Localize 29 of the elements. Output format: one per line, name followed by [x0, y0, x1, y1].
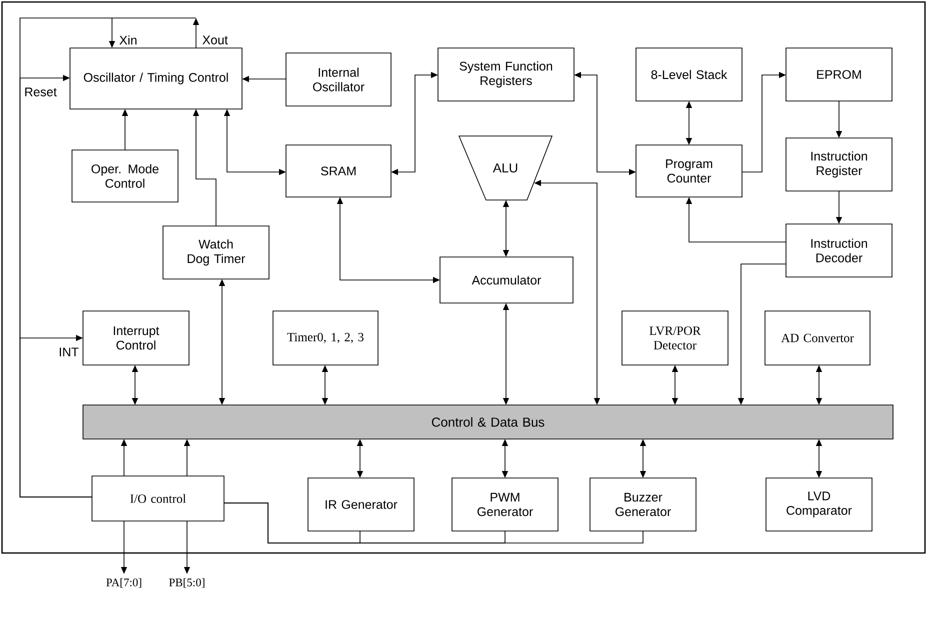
block-box: Program Counter: [636, 144, 742, 198]
block-box: Instruction Register: [786, 138, 892, 192]
bus-bar: Control & Data Bus: [82, 404, 894, 440]
block-box: Timer0, 1, 2, 3: [272, 310, 378, 366]
block-box: PWM Generator: [452, 478, 558, 532]
block-box: LVD Comparator: [766, 478, 872, 532]
edge-label: Reset: [23, 86, 58, 98]
block-box: EPROM: [786, 48, 892, 102]
block-box: System Function Registers: [438, 48, 574, 102]
block-box: Oper. Mode Control: [72, 150, 178, 202]
edge-label: Xout: [201, 34, 229, 46]
edge-label: INT: [58, 346, 80, 358]
pin-label: PA[7:0]: [106, 578, 142, 588]
block-box: LVR/POR Detector: [622, 310, 728, 366]
block-box: Interrupt Control: [82, 310, 190, 366]
pin-label: PB[5:0]: [169, 578, 204, 588]
block-box: SRAM: [286, 144, 392, 198]
block-box: AD Convertor: [764, 310, 870, 366]
block-box: Watch Dog Timer: [162, 226, 270, 280]
edge-label: Xin: [118, 34, 138, 46]
block-box: IR Generator: [308, 478, 414, 532]
block-box: Instruction Decoder: [786, 224, 892, 278]
block-box: Accumulator: [440, 256, 574, 304]
block-box: 8-Level Stack: [636, 48, 742, 102]
block-box: I/O control: [92, 476, 224, 522]
block-box: Buzzer Generator: [590, 478, 696, 532]
block-box: Internal Oscillator: [286, 52, 392, 106]
arrow: [20, 18, 196, 498]
block-box: Oscillator / Timing Control: [70, 48, 242, 110]
